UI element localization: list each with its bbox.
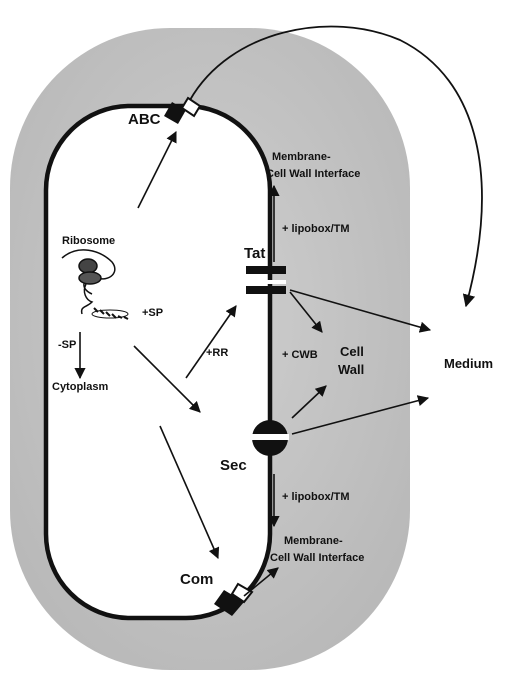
label-sp-minus: -SP (58, 339, 76, 351)
label-rr: +RR (206, 347, 228, 359)
label-membrane-bottom-1: Membrane- (284, 535, 343, 547)
label-cwb: + CWB (282, 349, 318, 361)
label-cytoplasm: Cytoplasm (52, 381, 108, 393)
label-medium: Medium (444, 356, 493, 371)
label-membrane-top-2: Cell Wall Interface (266, 168, 360, 180)
label-cell: Cell (340, 344, 364, 359)
label-membrane-top-1: Membrane- (272, 151, 331, 163)
label-lipobox-bottom: + lipobox/TM (282, 491, 350, 503)
label-membrane-bottom-2: Cell Wall Interface (270, 552, 364, 564)
label-wall: Wall (338, 362, 364, 377)
tat-translocon (246, 262, 286, 298)
label-tat: Tat (244, 245, 265, 262)
label-ribosome: Ribosome (62, 235, 115, 247)
label-lipobox-top: + lipobox/TM (282, 223, 350, 235)
label-abc: ABC (128, 111, 161, 128)
label-com: Com (180, 571, 213, 588)
label-sec: Sec (220, 457, 247, 474)
label-sp-plus: +SP (142, 307, 163, 319)
